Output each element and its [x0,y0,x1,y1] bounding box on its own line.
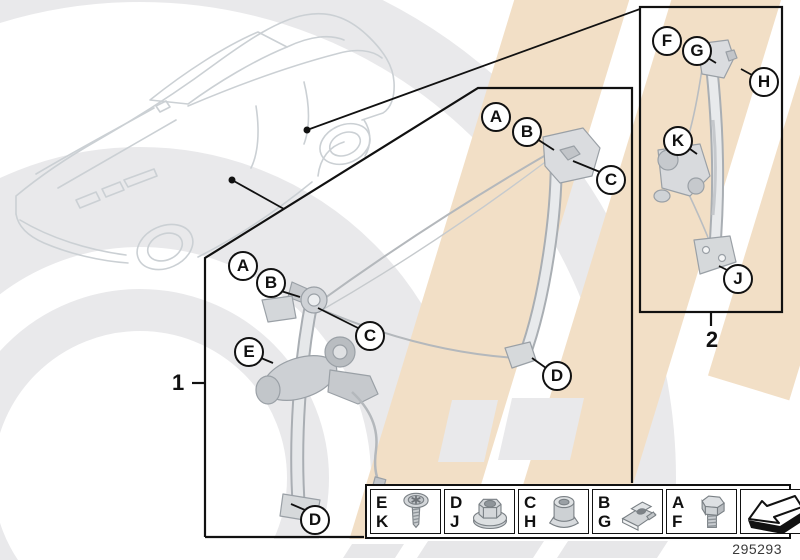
callout-k-rear[interactable]: K [663,126,693,156]
grey-stripes-bottom [343,541,668,558]
legend-cell-bg[interactable]: B G [592,489,663,534]
fastener-legend: E K D J [365,484,800,539]
callout-c-front-top[interactable]: C [596,165,626,195]
callout-a-front-top[interactable]: A [481,102,511,132]
front-window-regulator-drawing [255,127,601,523]
legend-cell-ch[interactable]: C H [518,489,589,534]
legend-letter: B [598,492,611,512]
cage-clip-icon [621,500,657,531]
group-label-1[interactable]: 1 [172,370,185,395]
legend-letter: G [598,511,612,531]
legend-letter: F [672,511,683,531]
legend-letter: C [524,492,537,512]
callout-e-front[interactable]: E [234,337,264,367]
grey-stripe-fragments [438,398,584,462]
callout-h-rear[interactable]: H [749,67,779,97]
callout-f-rear[interactable]: F [652,26,682,56]
car-leader-lines [228,8,641,210]
group-label-2[interactable]: 2 [705,327,719,352]
legend-letter: J [450,511,460,531]
flange-nut-icon [472,498,508,529]
legend-cell-dj[interactable]: D J [444,489,515,534]
direction-arrow-icon [748,494,800,534]
callout-d-front-bottom[interactable]: D [300,505,330,535]
collar-nut-icon [548,495,580,528]
callout-b-front-left[interactable]: B [256,268,286,298]
car-outline-drawing [15,13,395,271]
legend-letter: H [524,511,537,531]
legend-letter: E [376,492,388,512]
legend-cell-ek[interactable]: E K [370,489,441,534]
callout-a-front-left[interactable]: A [228,251,258,281]
callout-j-rear[interactable]: J [723,264,753,294]
callout-b-front-top[interactable]: B [512,117,542,147]
legend-letter: D [450,492,463,512]
torx-screw-icon [403,492,429,528]
legend-letter: A [672,492,685,512]
callout-c-front-left[interactable]: C [355,321,385,351]
group-label-ticks [192,312,713,385]
callout-d-front-right[interactable]: D [542,361,572,391]
main-detail-box [203,86,634,539]
hex-bolt-icon [701,494,725,528]
legend-letter: K [376,511,389,531]
drawing-number: 295293 [732,541,782,557]
legend-cell-direction[interactable] [740,489,800,534]
legend-cell-af[interactable]: A F [666,489,737,534]
callout-g-rear[interactable]: G [682,36,712,66]
